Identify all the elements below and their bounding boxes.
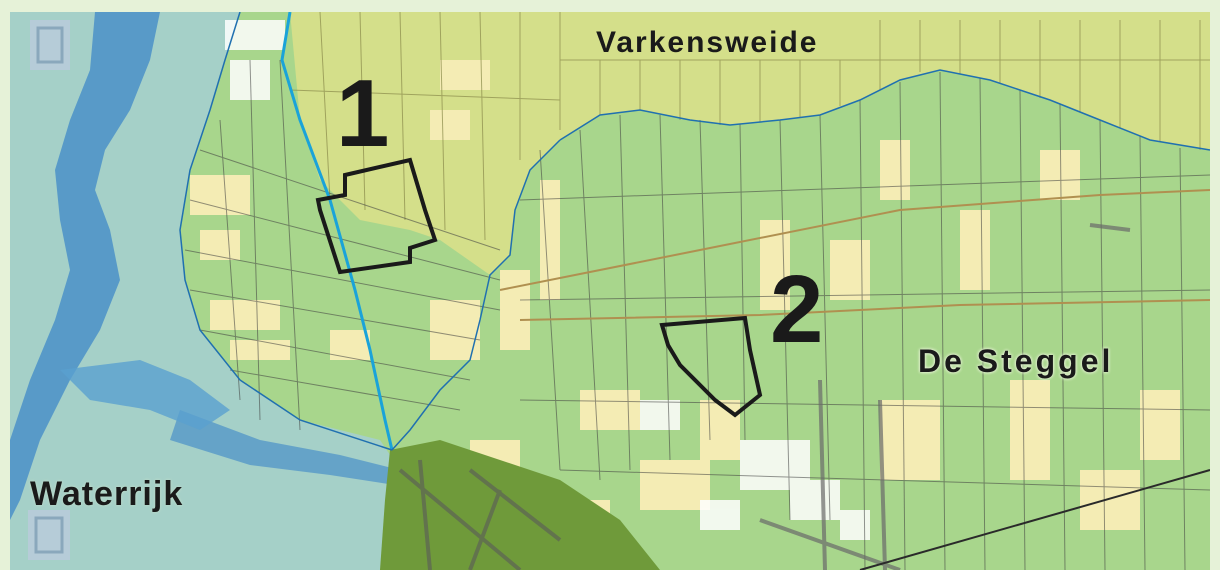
creek (280, 11, 394, 451)
river (10, 12, 160, 520)
marker-1: 1 (336, 60, 390, 167)
river-channel (170, 410, 400, 485)
study-area-2 (659, 315, 763, 418)
railway (859, 469, 1211, 570)
marker-2: 2 (770, 256, 824, 363)
stream-north (559, 69, 1211, 151)
parcel-boundaries-north (289, 11, 1210, 241)
woodland-paths (398, 459, 562, 570)
harbour-basin (60, 360, 230, 430)
study-area-1 (315, 157, 438, 275)
region-label-waterrijk: Waterrijk (30, 475, 184, 513)
region-label-varkensweide: Varkensweide (596, 26, 819, 59)
region-label-de-steggel: De Steggel (918, 343, 1114, 379)
main-roads (759, 223, 1131, 570)
woodland-area (380, 440, 660, 570)
stream (391, 139, 561, 451)
roads (499, 189, 1211, 321)
parcel-boundaries (184, 59, 1211, 570)
stream-west (179, 11, 393, 451)
floodplain-area (10, 12, 400, 570)
